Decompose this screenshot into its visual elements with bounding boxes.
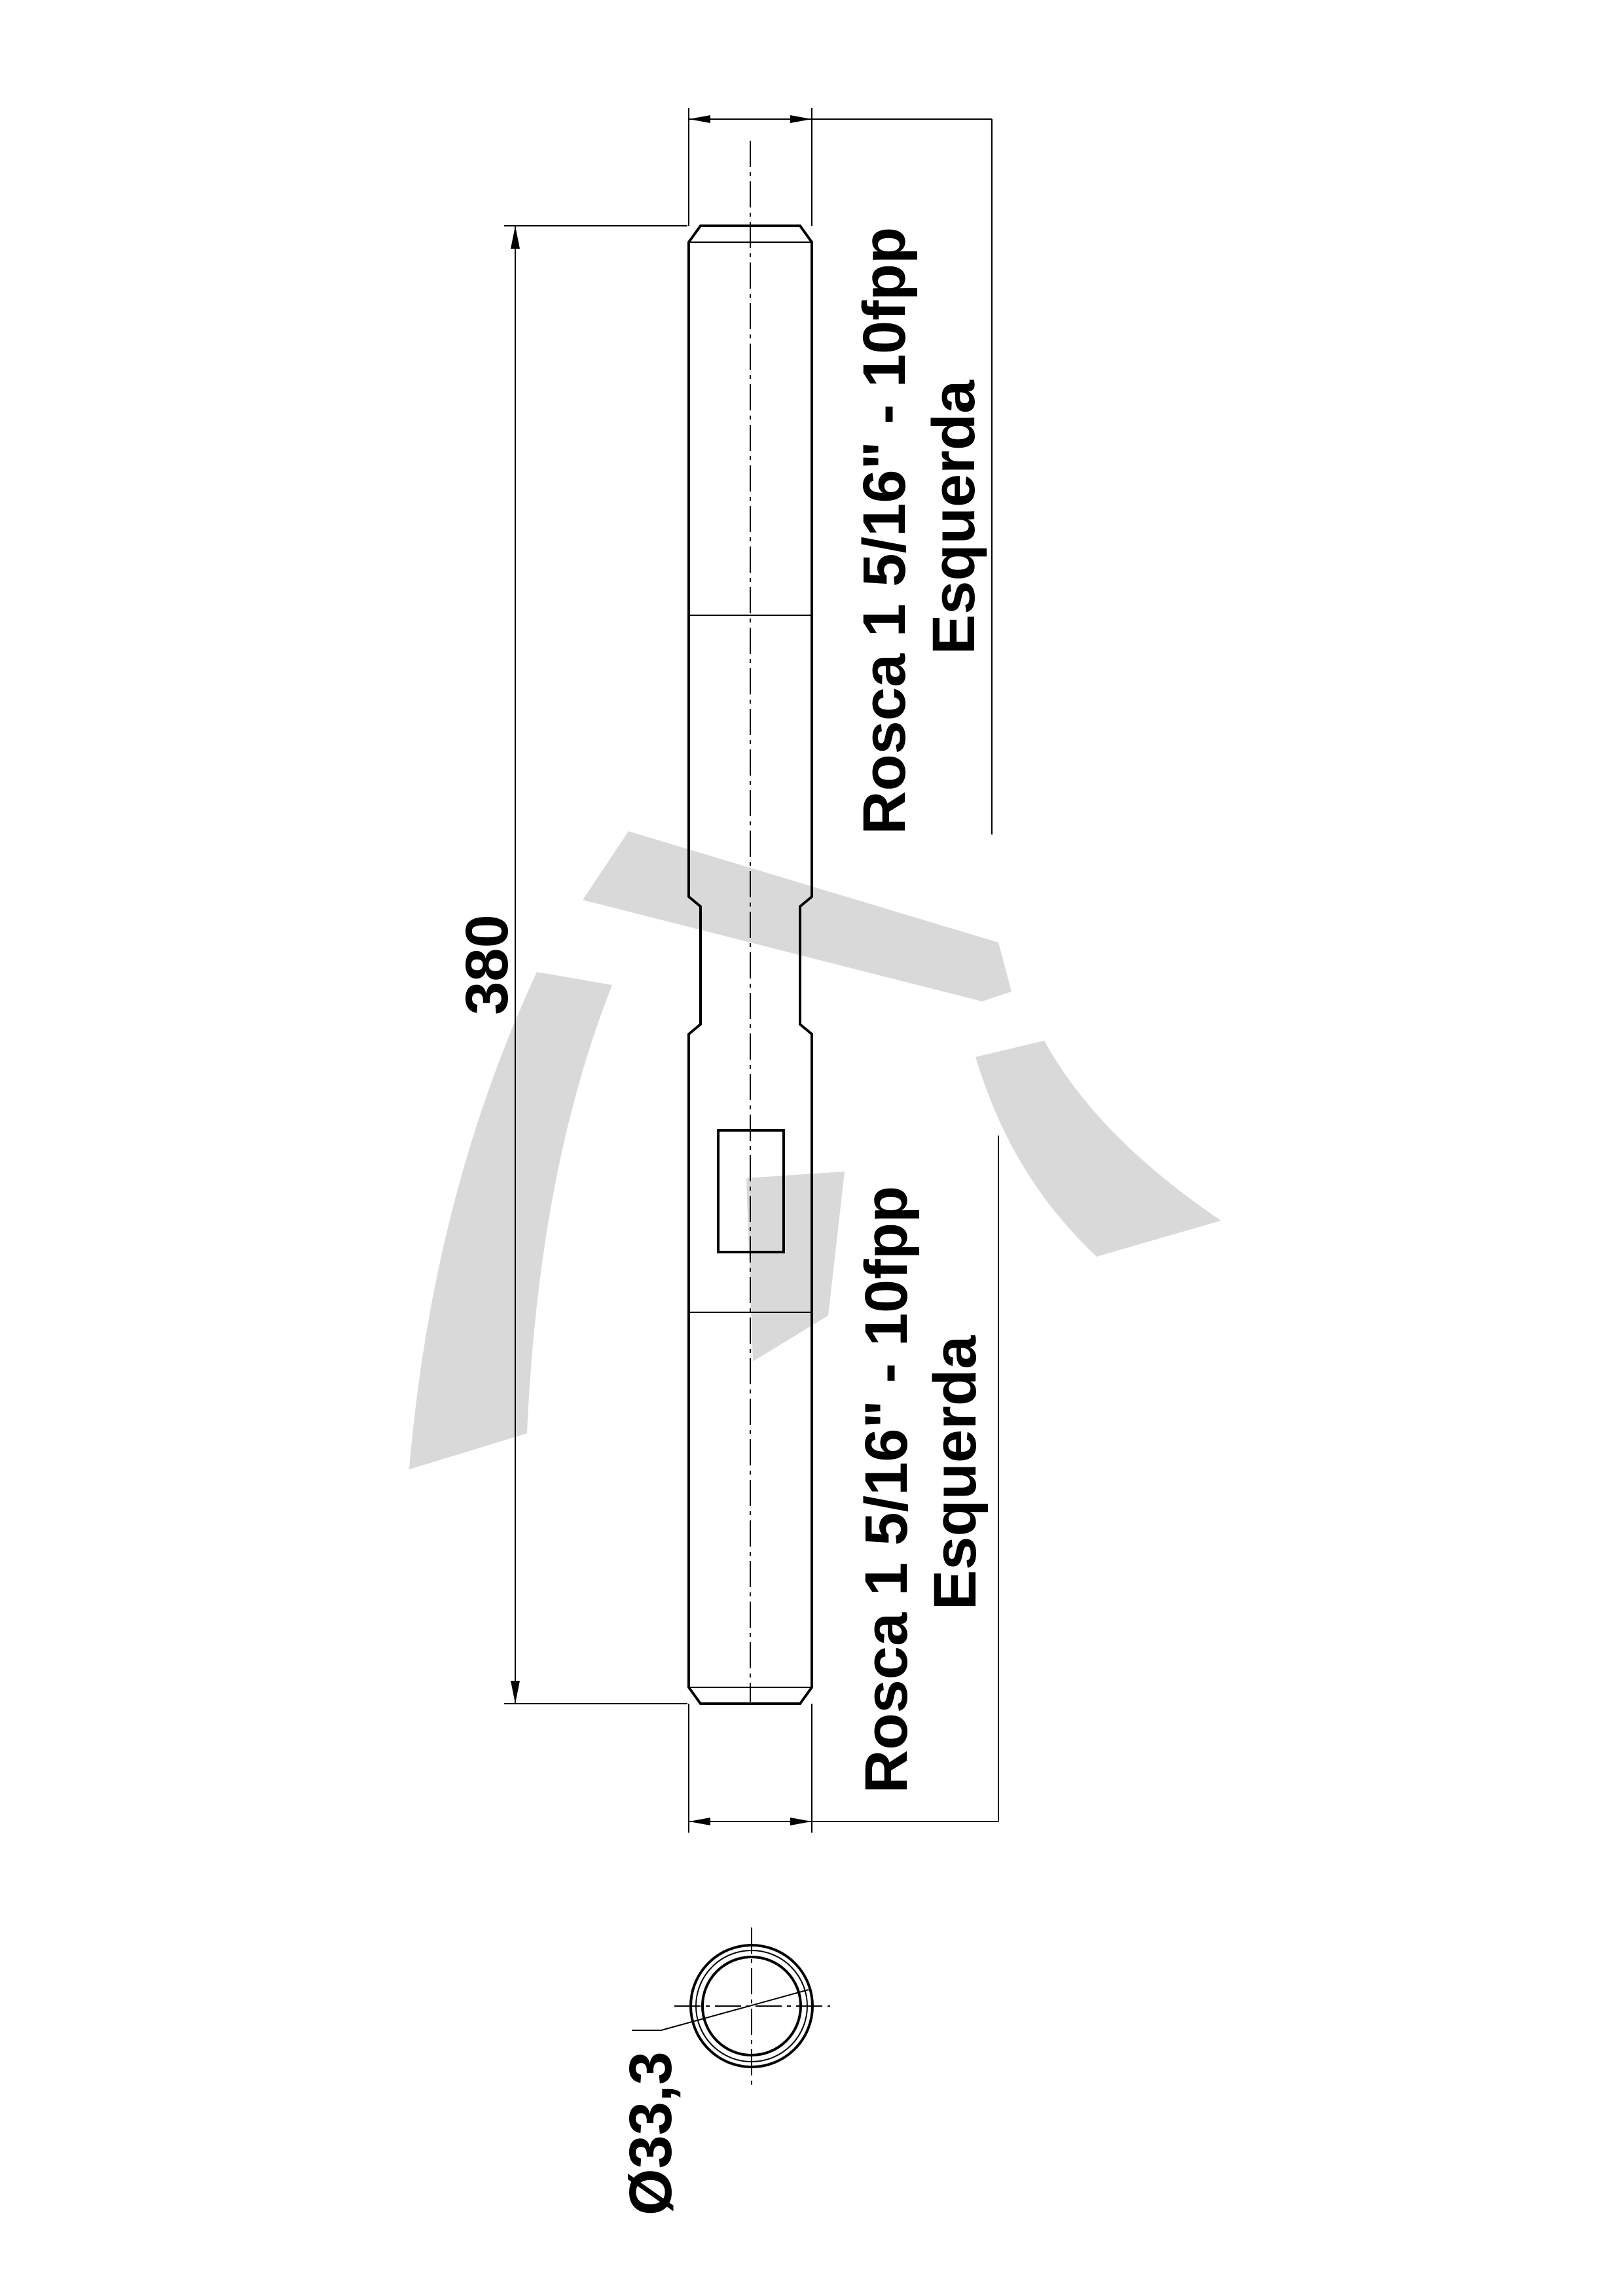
- watermark-stroke-top: [583, 831, 1012, 1001]
- width-dimension: [688, 108, 812, 1833]
- thread-top-line2: Esquerda: [921, 380, 987, 655]
- shaft-outline: [687, 224, 813, 1705]
- diameter-label: Ø33,3: [617, 2051, 684, 2215]
- watermark-stroke-left: [409, 972, 612, 1469]
- watermark-stroke-right: [976, 1041, 1221, 1257]
- thread-bottom-line1: Rosca 1 5/16" - 10fpp: [853, 1186, 920, 1793]
- watermark-logo: [409, 831, 1221, 1469]
- keyway-slot: [717, 1129, 785, 1253]
- end-view-outer-circle: [689, 1944, 814, 2068]
- thread-bottom-line2: Esquerda: [922, 1335, 989, 1610]
- thread-callout-bottom: Rosca 1 5/16" - 10fpp Esquerda: [853, 1186, 989, 1793]
- length-label: 380: [454, 914, 520, 1015]
- thread-extent-lines: [812, 118, 999, 1822]
- end-view: Ø33,3: [617, 1928, 830, 2215]
- end-view-inner-circle: [701, 1956, 802, 2056]
- shaft: [687, 141, 813, 1705]
- length-dimension: 380: [454, 225, 687, 1704]
- thread-callout-top: Rosca 1 5/16" - 10fpp Esquerda: [851, 227, 987, 834]
- end-view-thread-circle: [695, 1950, 808, 2062]
- watermark-stroke-center: [746, 1172, 845, 1361]
- thread-top-line1: Rosca 1 5/16" - 10fpp: [851, 227, 918, 834]
- diameter-leader: [632, 1989, 809, 2031]
